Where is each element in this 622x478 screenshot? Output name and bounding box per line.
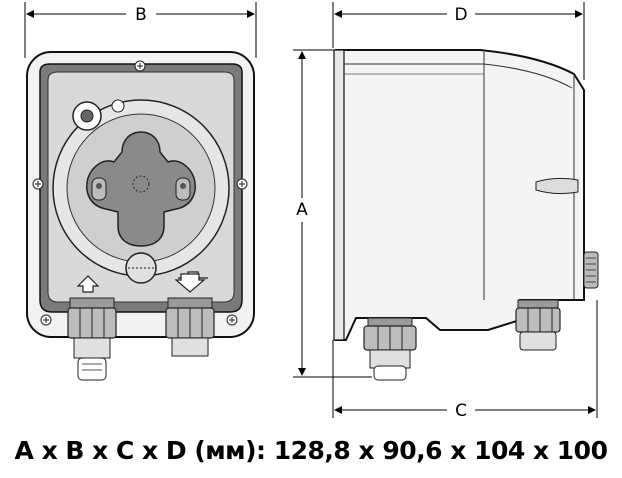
dimension-d: D — [332, 2, 585, 80]
dimension-b: B — [24, 2, 257, 58]
dimension-c: C — [332, 300, 598, 421]
side-cable-gland-left — [363, 317, 417, 381]
left-cable-gland — [67, 297, 117, 381]
side-cable-gland-right — [515, 299, 561, 351]
pump-front-view — [26, 51, 255, 381]
dimension-label-b: B — [135, 5, 147, 25]
pump-technical-drawing: B D A C — [24, 2, 599, 421]
right-cable-gland — [165, 297, 215, 357]
dimension-label-c: C — [455, 401, 467, 421]
pump-side-view — [333, 49, 599, 381]
dimensions-caption: A x B x C x D (мм): 128,8 x 90,6 x 104 x… — [14, 436, 608, 465]
dimension-label-a: A — [296, 200, 308, 220]
dimension-label-d: D — [454, 5, 467, 25]
